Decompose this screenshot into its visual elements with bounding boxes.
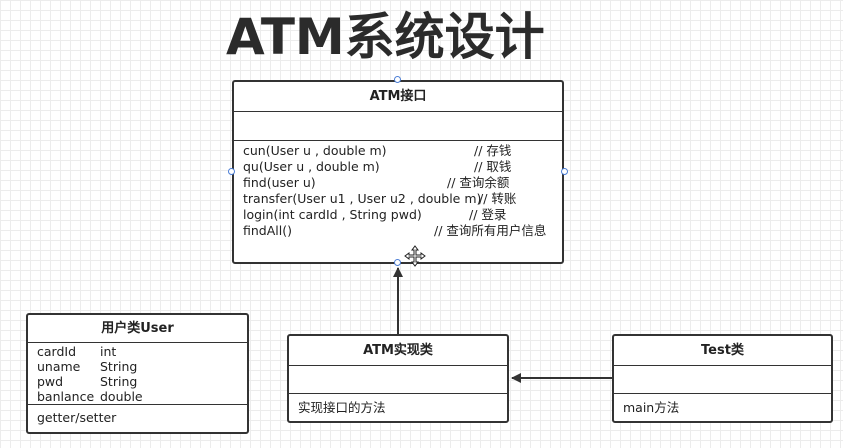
method-signature: find(user u)	[243, 175, 316, 190]
atm-interface-name: ATM接口	[234, 82, 562, 112]
user-class-name: 用户类User	[28, 315, 247, 343]
field-row: uname String	[28, 359, 247, 374]
test-class-name: Test类	[614, 336, 831, 366]
resize-handle-top[interactable]	[394, 76, 401, 83]
user-class-methods: getter/setter	[28, 405, 247, 426]
resize-handle-left[interactable]	[228, 168, 235, 175]
method-row: qu(User u , double m) // 取钱	[234, 159, 562, 175]
atm-interface-attributes	[234, 112, 562, 141]
method-signature: login(int cardId , String pwd)	[243, 207, 422, 222]
method-row: login(int cardId , String pwd) // 登录	[234, 207, 562, 223]
atm-interface-box[interactable]: ATM接口 cun(User u , double m) // 存钱 qu(Us…	[232, 80, 564, 264]
method-row: findAll() // 查询所有用户信息	[234, 223, 562, 239]
field-row: banlance double	[28, 389, 247, 404]
field-row: pwd String	[28, 374, 247, 389]
method-comment: // 查询所有用户信息	[434, 223, 547, 238]
user-class-box[interactable]: 用户类User cardId int uname String pwd Stri…	[26, 313, 249, 434]
method-signature: cun(User u , double m)	[243, 143, 387, 158]
diagram-title: ATM系统设计	[226, 8, 545, 66]
method-comment: // 查询余额	[447, 175, 510, 190]
atm-impl-name: ATM实现类	[289, 336, 507, 366]
method-signature: findAll()	[243, 223, 292, 238]
method-comment: // 转账	[479, 191, 517, 206]
move-cursor-icon	[404, 245, 426, 267]
method-row: main方法	[614, 400, 831, 416]
test-class-box[interactable]: Test类 main方法	[612, 334, 833, 423]
method-row: transfer(User u1 , User u2 , double m) /…	[234, 191, 562, 207]
field-type: double	[100, 389, 143, 404]
field-row: cardId int	[28, 344, 247, 359]
field-type: String	[100, 374, 138, 389]
field-name: uname	[37, 359, 81, 374]
field-name: banlance	[37, 389, 95, 404]
field-type: int	[100, 344, 117, 359]
method-signature: qu(User u , double m)	[243, 159, 380, 174]
method-text: 实现接口的方法	[298, 400, 386, 415]
atm-impl-methods: 实现接口的方法	[289, 394, 507, 416]
field-name: cardId	[37, 344, 77, 359]
atm-impl-box[interactable]: ATM实现类 实现接口的方法	[287, 334, 509, 423]
resize-handle-bottom[interactable]	[394, 259, 401, 266]
field-name: pwd	[37, 374, 64, 389]
test-class-methods: main方法	[614, 394, 831, 416]
method-row: getter/setter	[28, 410, 247, 426]
method-row: find(user u) // 查询余额	[234, 175, 562, 191]
resize-handle-right[interactable]	[561, 168, 568, 175]
user-class-fields: cardId int uname String pwd String banla…	[28, 343, 247, 405]
atm-impl-attributes	[289, 366, 507, 394]
method-comment: // 取钱	[474, 159, 512, 174]
method-signature: transfer(User u1 , User u2 , double m)	[243, 191, 482, 206]
method-row: cun(User u , double m) // 存钱	[234, 143, 562, 159]
method-text: getter/setter	[37, 410, 117, 425]
method-comment: // 登录	[469, 207, 507, 222]
test-class-attributes	[614, 366, 831, 394]
method-row: 实现接口的方法	[289, 400, 507, 416]
field-type: String	[100, 359, 138, 374]
method-comment: // 存钱	[474, 143, 512, 158]
atm-interface-methods: cun(User u , double m) // 存钱 qu(User u ,…	[234, 141, 562, 239]
method-text: main方法	[623, 400, 680, 415]
